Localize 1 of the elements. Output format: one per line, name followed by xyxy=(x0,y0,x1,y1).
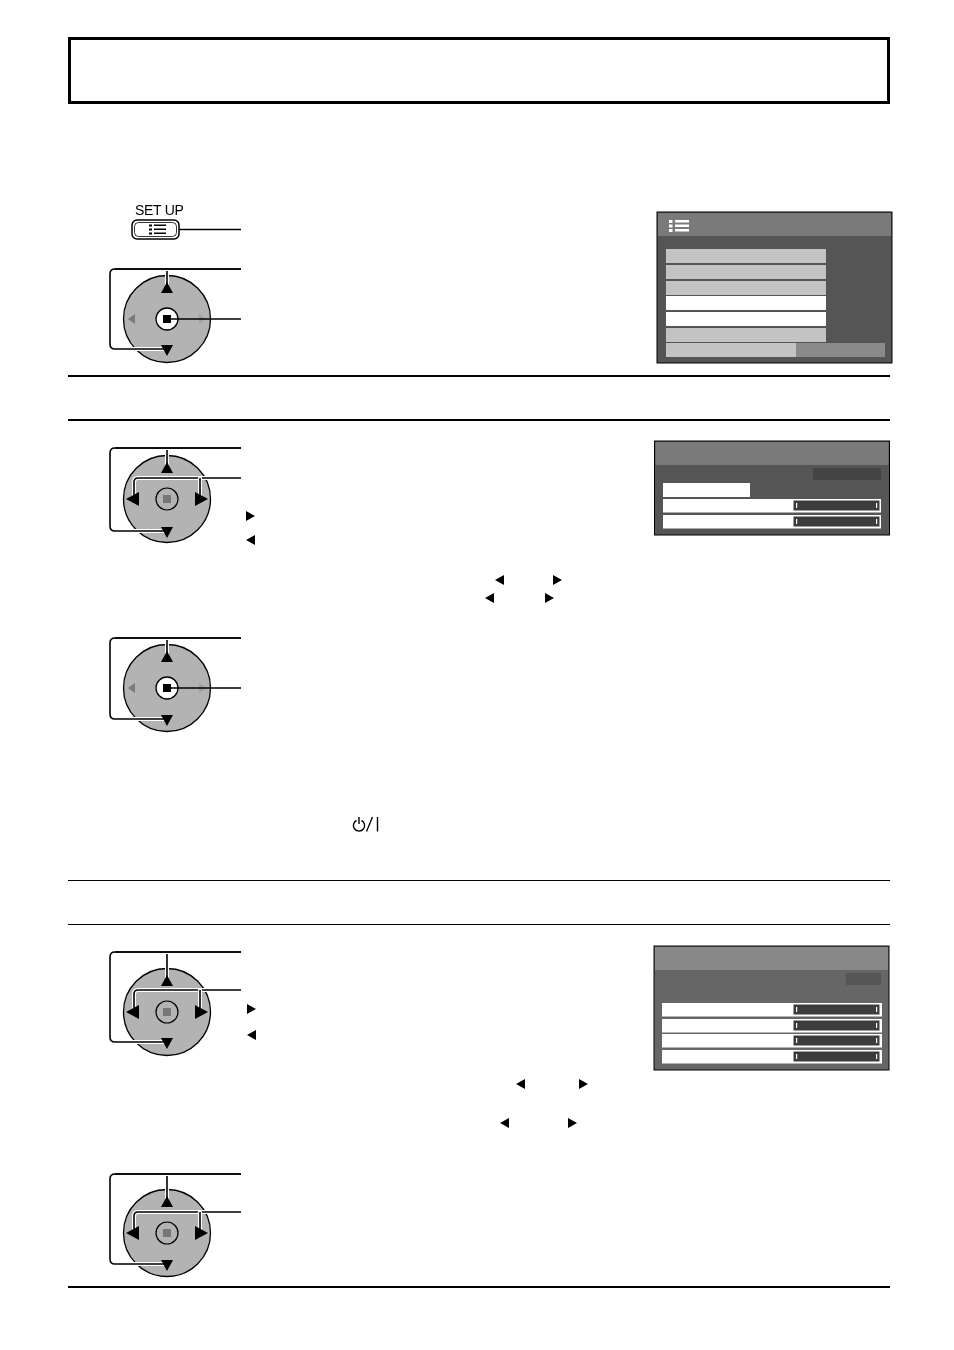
button-label: SET UP xyxy=(135,203,184,217)
